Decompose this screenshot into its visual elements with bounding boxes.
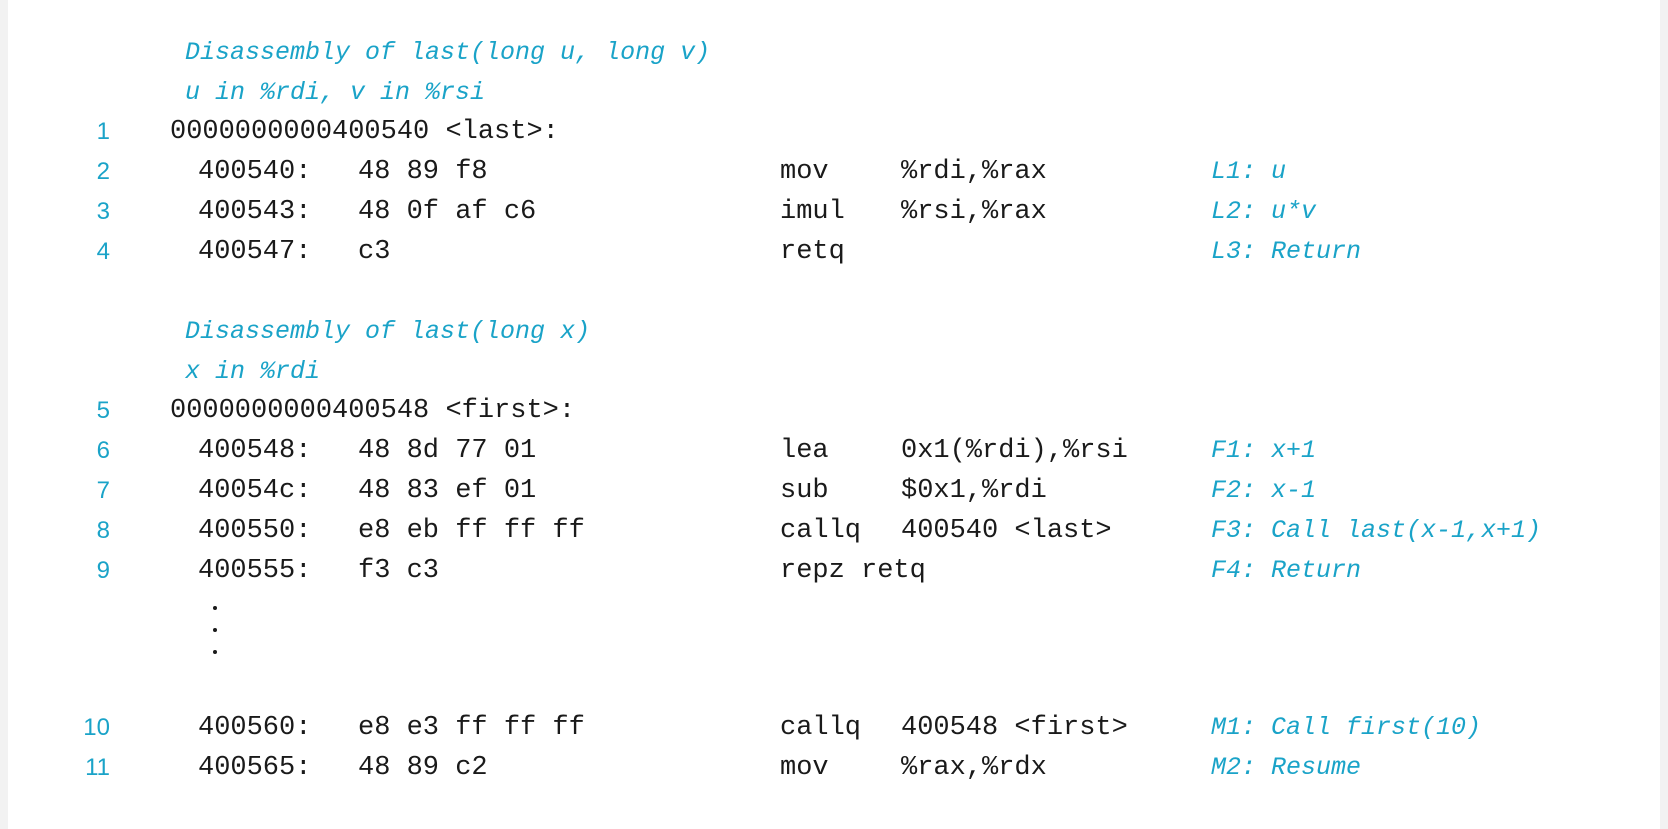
opcode: sub	[780, 476, 829, 506]
code-line: 5 0000000000400548 <first>:	[8, 390, 1660, 432]
code-listing-page: Disassembly of last(long u, long v) u in…	[8, 0, 1660, 829]
section2-header-line1: Disassembly of last(long x)	[8, 311, 1660, 353]
instruction-address: 400560:	[198, 713, 312, 743]
ellipsis-dot	[213, 650, 217, 654]
operands: 400540 <last>	[901, 516, 1112, 546]
code-line: 2 400540: 48 89 f8 mov %rdi,%rax L1: u	[8, 151, 1660, 193]
ellipsis-dot	[213, 628, 217, 632]
line-number: 3	[96, 198, 110, 225]
instruction-address: 400547:	[198, 237, 312, 267]
disassembly-title: Disassembly of last(long x)	[185, 317, 591, 346]
machine-bytes: e8 e3 ff ff ff	[358, 713, 585, 743]
line-number: 7	[96, 477, 110, 504]
section1-header-line1: Disassembly of last(long u, long v)	[8, 32, 1660, 74]
opcode: callq	[780, 516, 862, 546]
code-line: 8 400550: e8 eb ff ff ff callq 400540 <l…	[8, 510, 1660, 552]
line-number: 6	[96, 437, 110, 464]
opcode: retq	[780, 237, 845, 267]
function-label: 0000000000400540 <last>:	[170, 117, 559, 147]
line-number: 5	[96, 397, 110, 424]
machine-bytes: 48 83 ef 01	[358, 476, 537, 506]
opcode: mov	[780, 157, 829, 187]
code-line: 11 400565: 48 89 c2 mov %rax,%rdx M2: Re…	[8, 747, 1660, 789]
annotation: M1: Call first(10)	[1211, 713, 1482, 742]
register-note: x in %rdi	[185, 357, 321, 386]
annotation: F3: Call last(x-1,x+1)	[1211, 516, 1542, 545]
code-line: 9 400555: f3 c3 repz retq F4: Return	[8, 550, 1660, 592]
vertical-ellipsis	[210, 598, 220, 694]
code-line: 3 400543: 48 0f af c6 imul %rsi,%rax L2:…	[8, 191, 1660, 233]
instruction-address: 400565:	[198, 753, 312, 783]
machine-bytes: 48 0f af c6	[358, 197, 537, 227]
code-line: 10 400560: e8 e3 ff ff ff callq 400548 <…	[8, 707, 1660, 749]
opcode: repz retq	[780, 556, 926, 586]
annotation: L2: u*v	[1211, 197, 1317, 226]
code-line: 4 400547: c3 retq L3: Return	[8, 231, 1660, 273]
code-line: 1 0000000000400540 <last>:	[8, 111, 1660, 153]
annotation: F4: Return	[1211, 556, 1362, 585]
operands: 400548 <first>	[901, 713, 1128, 743]
ellipsis-dot	[213, 606, 217, 610]
instruction-address: 40054c:	[198, 476, 312, 506]
machine-bytes: e8 eb ff ff ff	[358, 516, 585, 546]
code-line: 6 400548: 48 8d 77 01 lea 0x1(%rdi),%rsi…	[8, 430, 1660, 472]
line-number: 1	[96, 118, 110, 145]
operands: $0x1,%rdi	[901, 476, 1047, 506]
instruction-address: 400555:	[198, 556, 312, 586]
opcode: callq	[780, 713, 862, 743]
annotation: L1: u	[1211, 157, 1287, 186]
instruction-address: 400548:	[198, 436, 312, 466]
annotation: L3: Return	[1211, 237, 1362, 266]
line-number: 10	[83, 714, 110, 741]
operands: %rdi,%rax	[901, 157, 1047, 187]
line-number: 8	[96, 517, 110, 544]
annotation: F2: x-1	[1211, 476, 1317, 505]
line-number: 11	[85, 754, 110, 781]
instruction-address: 400540:	[198, 157, 312, 187]
line-number: 2	[96, 158, 110, 185]
annotation: M2: Resume	[1211, 753, 1362, 782]
machine-bytes: 48 89 f8	[358, 157, 488, 187]
function-label: 0000000000400548 <first>:	[170, 396, 576, 426]
machine-bytes: c3	[358, 237, 391, 267]
annotation: F1: x+1	[1211, 436, 1317, 465]
disassembly-title: Disassembly of last(long u, long v)	[185, 38, 711, 67]
operands: 0x1(%rdi),%rsi	[901, 436, 1128, 466]
section1-header-line2: u in %rdi, v in %rsi	[8, 72, 1660, 114]
opcode: imul	[780, 197, 845, 227]
line-number: 4	[96, 238, 110, 265]
register-note: u in %rdi, v in %rsi	[185, 78, 486, 107]
opcode: mov	[780, 753, 829, 783]
operands: %rax,%rdx	[901, 753, 1047, 783]
instruction-address: 400550:	[198, 516, 312, 546]
instruction-address: 400543:	[198, 197, 312, 227]
section2-header-line2: x in %rdi	[8, 351, 1660, 393]
operands: %rsi,%rax	[901, 197, 1047, 227]
machine-bytes: 48 8d 77 01	[358, 436, 537, 466]
line-number: 9	[96, 557, 110, 584]
code-line: 7 40054c: 48 83 ef 01 sub $0x1,%rdi F2: …	[8, 470, 1660, 512]
machine-bytes: 48 89 c2	[358, 753, 488, 783]
opcode: lea	[780, 436, 829, 466]
machine-bytes: f3 c3	[358, 556, 440, 586]
